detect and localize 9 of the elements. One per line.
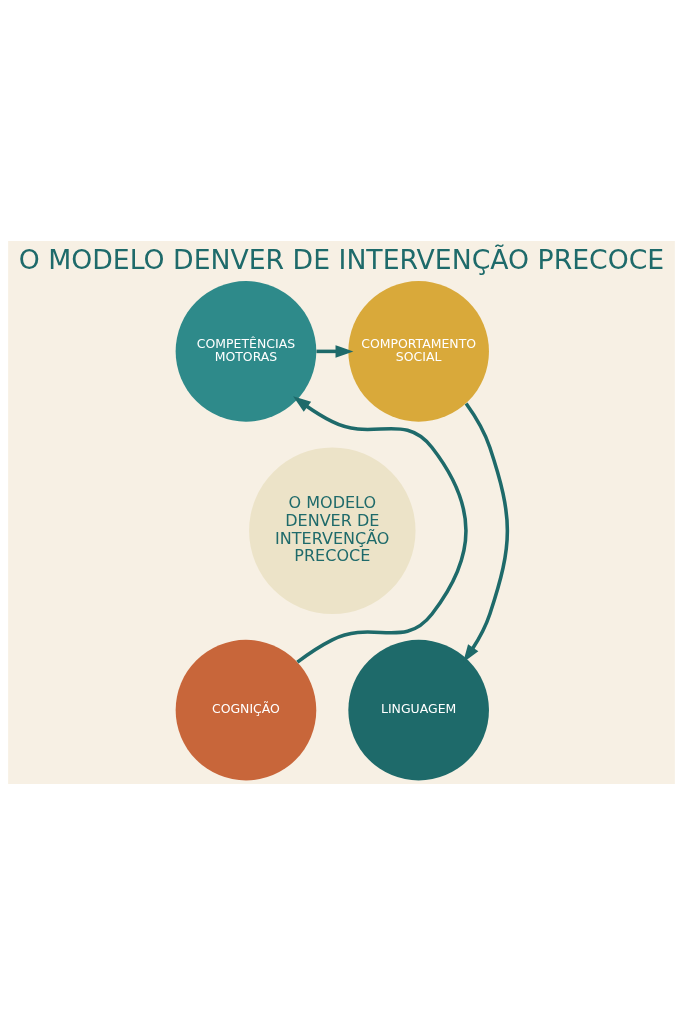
diagram-title: O MODELO DENVER DE INTERVENÇÃO PRECOCE xyxy=(18,243,665,275)
node-circle: COMPORTAMENTO SOCIAL xyxy=(348,280,489,422)
arrow xyxy=(463,401,510,662)
node-circle: LINGUAGEM xyxy=(348,639,489,780)
node-circle: O MODELO DENVER DE INTERVENÇÃO PRECOCE xyxy=(249,447,416,614)
node-circle: COGNIÇÃO xyxy=(175,639,317,780)
arrow xyxy=(316,344,354,358)
arrow xyxy=(293,395,468,664)
node-circle: COMPETÊNCIAS MOTORAS xyxy=(175,280,317,422)
